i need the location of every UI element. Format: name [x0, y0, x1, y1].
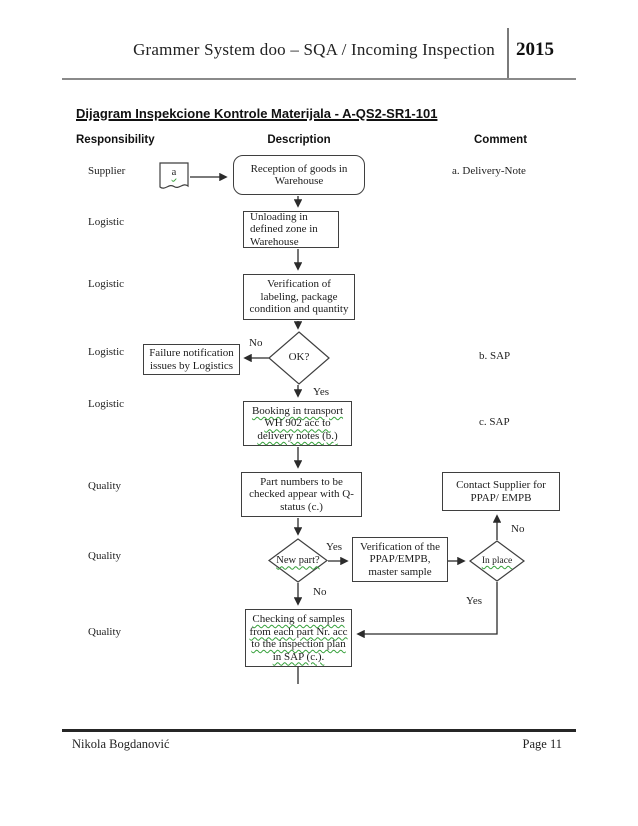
footer-rule — [62, 729, 576, 732]
edge-label-ok-no: No — [249, 337, 263, 349]
edge-label-ok-yes: Yes — [313, 386, 330, 398]
responsibility-supplier: Supplier — [88, 165, 126, 177]
ok-decision-label: OK? — [288, 351, 310, 364]
document-header-year: 2015 — [516, 39, 554, 60]
comment-delivery-note: a. Delivery-Note — [452, 165, 526, 177]
input-document-label: a — [160, 166, 188, 180]
responsibility-quality-2: Quality — [88, 550, 121, 562]
column-header-description: Description — [267, 134, 331, 146]
new-part-decision-diamond — [267, 538, 329, 583]
responsibility-logistic-3: Logistic — [88, 346, 125, 358]
node-verification-labeling: Verification of labeling, package condit… — [243, 274, 355, 320]
footer-page-number: Page 11 — [522, 737, 562, 751]
header-vertical-divider — [507, 28, 509, 79]
responsibility-quality-1: Quality — [88, 480, 121, 492]
node-booking-transport: Booking in transport WH 902 acc to deliv… — [243, 401, 352, 446]
node-unloading: Unloading in defined zone in Warehouse — [243, 211, 339, 248]
input-document-letter: a — [171, 167, 177, 179]
node-ppap-verification: Verification of the PPAP/EMPB, master sa… — [352, 537, 448, 582]
column-header-comment: Comment — [474, 134, 528, 146]
edge-label-new-part-yes: Yes — [326, 541, 343, 553]
ok-decision-diamond — [268, 331, 330, 385]
in-place-decision-diamond — [468, 540, 526, 582]
comment-sap-b: b. SAP — [479, 350, 511, 362]
footer-author: Nikola Bogdanović — [72, 737, 170, 751]
edge-label-in-place-yes: Yes — [466, 595, 483, 607]
node-reception: Reception of goods in Warehouse — [233, 155, 365, 195]
header-rule — [62, 78, 576, 80]
node-checking-samples: Checking of samples from each part Nr. a… — [245, 609, 352, 667]
node-part-numbers: Part numbers to be checked appear with Q… — [241, 472, 362, 517]
responsibility-logistic-1: Logistic — [88, 216, 125, 228]
node-failure-notification: Failure notification issues by Logistics — [143, 344, 240, 375]
document-shape — [159, 162, 189, 189]
responsibility-quality-3: Quality — [88, 626, 121, 638]
in-place-decision-label: In place — [481, 555, 513, 566]
column-header-responsibility: Responsibility — [76, 134, 155, 146]
new-part-decision-label: New part? — [276, 555, 320, 567]
diagram-title: Dijagram Inspekcione Kontrole Materijala… — [76, 106, 438, 121]
node-contact-supplier: Contact Supplier for PPAP/ EMPB — [442, 472, 560, 511]
edge-label-in-place-no: No — [511, 523, 525, 535]
edge-label-new-part-no: No — [313, 586, 327, 598]
document-header-title: Grammer System doo – SQA / Incoming Insp… — [133, 40, 495, 59]
comment-sap-c: c. SAP — [479, 416, 510, 428]
responsibility-logistic-4: Logistic — [88, 398, 125, 410]
responsibility-logistic-2: Logistic — [88, 278, 125, 290]
